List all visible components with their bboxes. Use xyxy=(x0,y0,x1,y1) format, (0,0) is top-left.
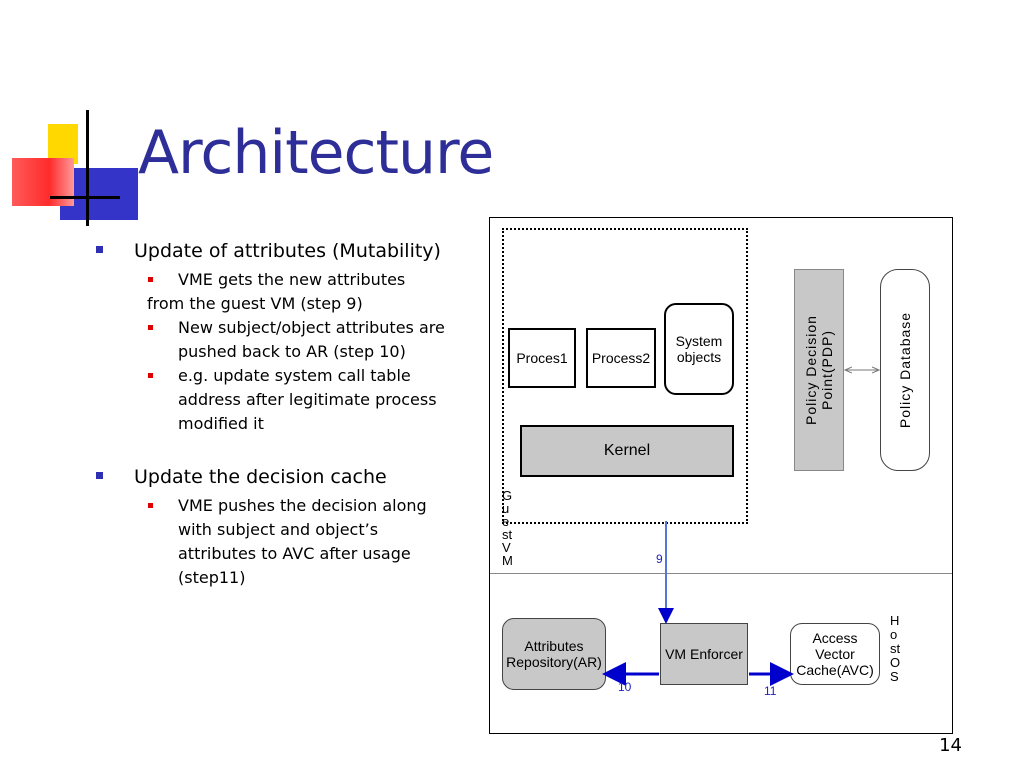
bullet-text: Update the decision cache xyxy=(134,466,387,488)
sub-bullet-item: VME pushes the decision along with subje… xyxy=(96,494,456,590)
host-os-label: Host OS xyxy=(890,614,901,684)
slide-title: Architecture xyxy=(138,118,494,188)
sub-bullet-text: VME pushes the decision along with subje… xyxy=(178,496,427,587)
sub-bullet-text: e.g. update system call table address af… xyxy=(178,366,437,433)
page-number: 14 xyxy=(939,735,962,756)
diagram-connectors xyxy=(602,218,952,686)
kernel-box: Kernel xyxy=(520,425,734,477)
guest-vm-region xyxy=(502,228,748,524)
sub-bullet-item: New subject/object attributes are pushed… xyxy=(96,316,456,364)
policy-database-box: Policy Database xyxy=(880,269,930,471)
sub-bullet-item: e.g. update system call table address af… xyxy=(96,364,456,436)
proces1-box: Proces1 xyxy=(508,328,576,388)
pdp-box: Policy Decision Point(PDP) xyxy=(794,269,844,471)
sub-bullet-marker xyxy=(148,325,153,330)
access-vector-cache-box: Access Vector Cache(AVC) xyxy=(790,623,880,685)
bullet-item: Update the decision cache xyxy=(96,464,456,490)
step9-label: 9 xyxy=(656,552,663,566)
guest-vm-label: Guest VM xyxy=(502,489,513,568)
system-objects-box: System objects xyxy=(664,303,734,395)
bullet-item: Update of attributes (Mutability) xyxy=(96,238,456,264)
sub-bullet-marker xyxy=(148,277,153,282)
logo-decoration xyxy=(0,0,140,240)
step10-label: 10 xyxy=(618,680,632,694)
sub-bullet-continuation: from the guest VM (step 9) xyxy=(147,294,363,313)
sub-bullet-marker xyxy=(148,503,153,508)
process2-box: Process2 xyxy=(586,328,656,388)
bullet-text: Update of attributes (Mutability) xyxy=(134,240,441,262)
sub-bullet-item: VME gets the new attributes xyxy=(96,268,456,292)
bullet-marker xyxy=(96,472,103,479)
attributes-repository-box: Attributes Repository(AR) xyxy=(502,618,606,690)
architecture-diagram: Proces1 Process2 System objects Kernel P… xyxy=(489,217,953,734)
sub-bullet-text: New subject/object attributes are pushed… xyxy=(178,318,445,361)
bullet-list: Update of attributes (Mutability) VME ge… xyxy=(96,238,456,590)
sub-bullet-marker xyxy=(148,373,153,378)
step11-label: 11 xyxy=(764,684,777,698)
guest-host-divider xyxy=(490,573,952,574)
bullet-marker xyxy=(96,246,103,253)
sub-bullet-text: VME gets the new attributes xyxy=(178,270,406,289)
vm-enforcer-box: VM Enforcer xyxy=(660,623,748,685)
